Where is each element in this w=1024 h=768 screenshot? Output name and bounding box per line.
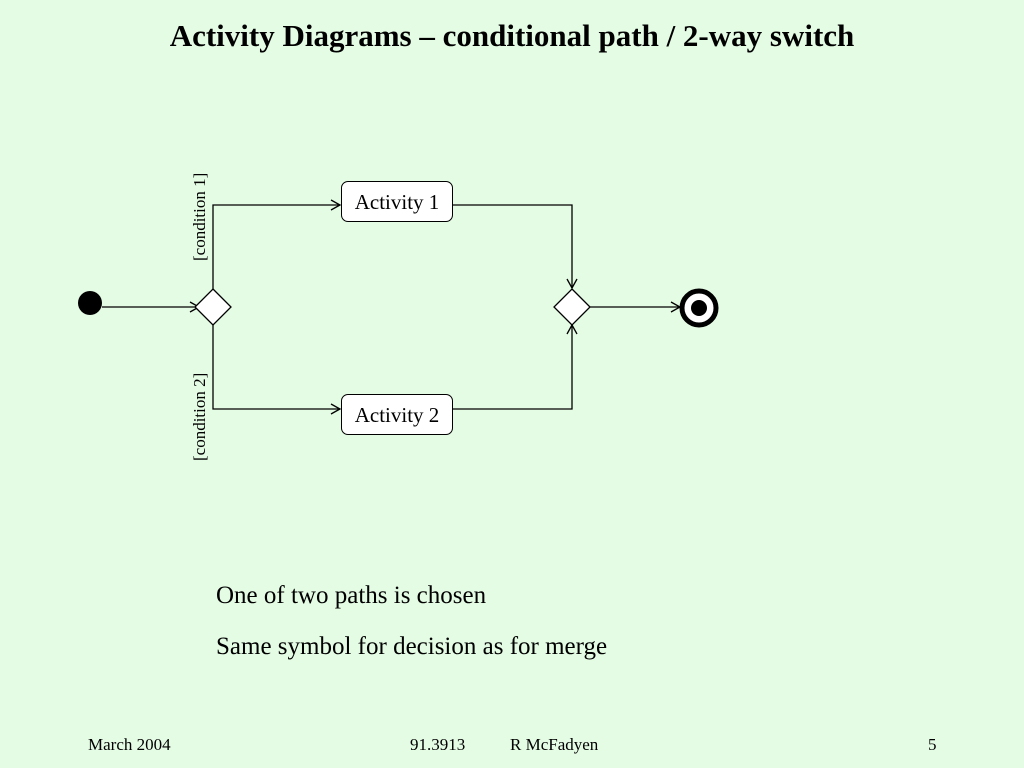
merge-node xyxy=(553,288,591,326)
footer-course: 91.3913 xyxy=(410,735,466,754)
slide-title: Activity Diagrams – conditional path / 2… xyxy=(169,18,855,53)
note-paths: One of two paths is chosen xyxy=(216,582,487,609)
flow-activity-1-to-merge xyxy=(453,204,578,290)
footer-date: March 2004 xyxy=(88,735,171,754)
flow-to-activity-2 xyxy=(212,325,342,415)
footer-author: R McFadyen xyxy=(510,735,599,754)
initial-node xyxy=(78,291,102,315)
guard-condition-2: [condition 2] xyxy=(190,372,209,461)
footer-page-number: 5 xyxy=(928,735,937,754)
flow-activity-2-to-merge xyxy=(453,323,578,410)
decision-node xyxy=(194,288,232,326)
final-node xyxy=(679,288,719,328)
guard-condition-1: [condition 1] xyxy=(190,172,209,261)
activity-1-box: Activity 1 xyxy=(341,181,453,222)
activity-2-box: Activity 2 xyxy=(341,394,453,435)
note-symbol: Same symbol for decision as for merge xyxy=(216,633,608,660)
flow-to-activity-1 xyxy=(212,199,342,289)
